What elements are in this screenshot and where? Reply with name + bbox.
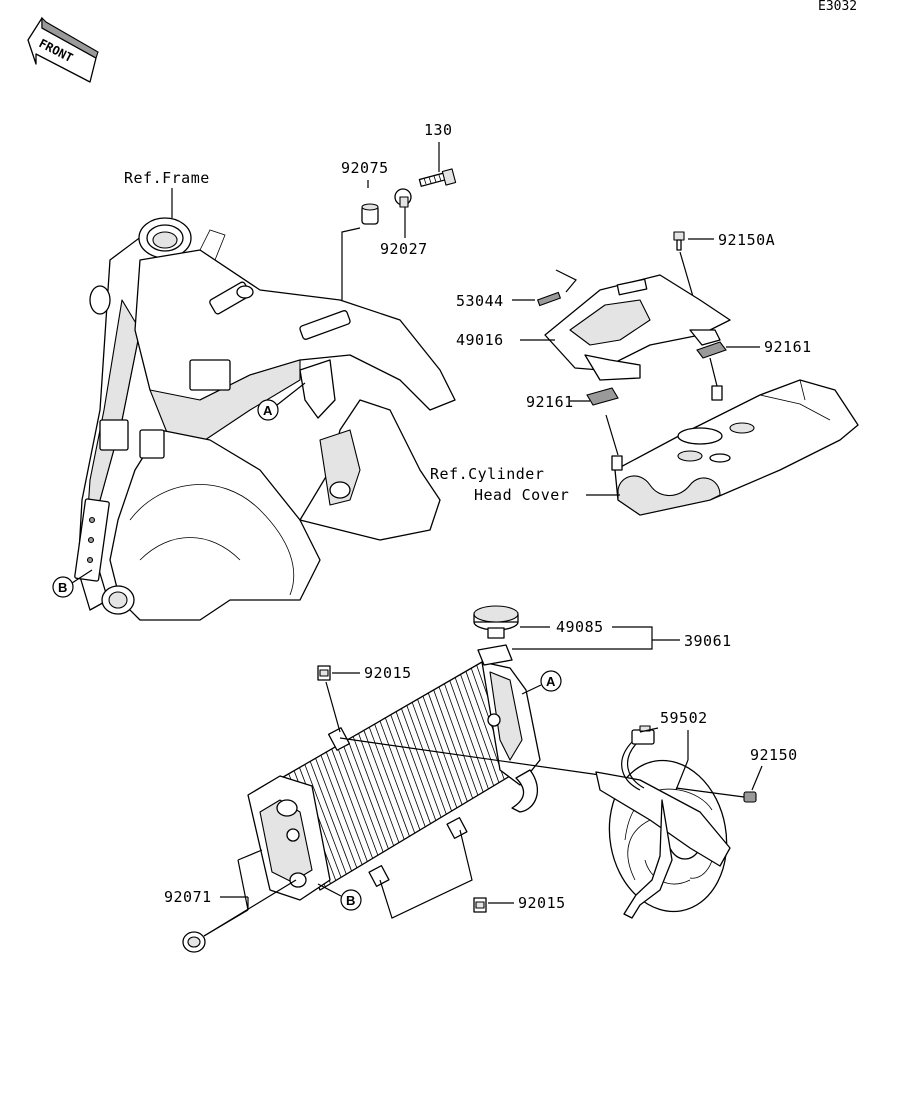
radiator-fin xyxy=(358,733,400,843)
part-label-92150a: 92150A xyxy=(718,231,775,249)
radiator-fin xyxy=(449,680,489,790)
part-label-92161-right: 92161 xyxy=(764,338,812,356)
ref-cylinder-label-line2: Head Cover xyxy=(474,486,569,504)
pad-53044 xyxy=(536,291,562,307)
radiator-fin xyxy=(390,714,431,824)
svg-text:A: A xyxy=(263,403,273,418)
radiator-fin xyxy=(438,686,479,796)
radiator-fin xyxy=(363,730,405,840)
part-label-92161-left: 92161 xyxy=(526,393,574,411)
radiator-fin xyxy=(433,689,474,799)
diagram-code: E3032 xyxy=(818,0,857,14)
part-label-92015-top: 92015 xyxy=(364,664,412,682)
radiator-fin xyxy=(395,711,437,821)
radiator-fin xyxy=(401,708,442,818)
part-label-49085: 49085 xyxy=(556,618,604,636)
cooling-fan-59502 xyxy=(595,725,731,919)
callout-b-radiator: B xyxy=(317,883,362,911)
radiator-fin xyxy=(304,764,347,875)
radiator-fin xyxy=(384,717,426,827)
part-label-92027: 92027 xyxy=(380,240,428,258)
radiator-assembly xyxy=(247,644,541,901)
bolt-130 xyxy=(418,168,457,187)
frame-illustration xyxy=(74,217,456,621)
front-arrow-icon: FRONT xyxy=(27,16,99,83)
radiator-fin xyxy=(417,699,458,809)
pad-92161-left xyxy=(586,387,619,406)
radiator-fin xyxy=(444,683,484,793)
radiator-fin xyxy=(325,751,368,862)
radiator-fin xyxy=(454,677,495,786)
radiator-fin xyxy=(422,696,463,805)
radiator-fin xyxy=(347,739,389,850)
radiator-fin xyxy=(342,742,384,853)
radiator-fin xyxy=(406,705,447,815)
ref-frame-label: Ref.Frame xyxy=(124,169,210,187)
radiator-fin xyxy=(411,702,452,812)
radiator-fin xyxy=(465,671,505,780)
cover-plate-49016 xyxy=(544,274,731,381)
pad-92161-right xyxy=(696,341,727,359)
part-label-92075: 92075 xyxy=(341,159,389,177)
part-label-92071: 92071 xyxy=(164,888,212,906)
radiator-fin xyxy=(331,748,374,859)
part-label-130: 130 xyxy=(424,121,453,139)
clip-92015-top xyxy=(317,665,331,681)
grommet-92071 xyxy=(182,931,206,953)
part-label-49016: 49016 xyxy=(456,331,504,349)
radiator-fin xyxy=(352,736,395,846)
part-label-92015-bottom: 92015 xyxy=(518,894,566,912)
radiator-cap-49085 xyxy=(473,605,519,639)
part-label-92150: 92150 xyxy=(750,746,798,764)
part-label-39061: 39061 xyxy=(684,632,732,650)
svg-text:B: B xyxy=(58,580,67,595)
clip-92015-bottom xyxy=(473,897,487,913)
radiator-fin xyxy=(309,761,352,872)
radiator-fin xyxy=(374,723,416,834)
callout-a-frame: A xyxy=(257,382,306,421)
ref-cylinder-label-line1: Ref.Cylinder xyxy=(430,465,544,483)
nut-92150 xyxy=(743,791,757,803)
grommet-92075 xyxy=(361,203,379,225)
radiator-fin xyxy=(315,758,358,869)
radiator-fin xyxy=(320,755,363,865)
radiator-fin xyxy=(379,720,421,831)
callout-a-radiator: A xyxy=(521,670,562,695)
cylinder-head-cover xyxy=(611,379,859,516)
bolt-92150a xyxy=(673,231,685,251)
radiator-fin xyxy=(460,674,500,783)
part-label-53044: 53044 xyxy=(456,292,504,310)
part-label-59502: 59502 xyxy=(660,709,708,727)
radiator-fin xyxy=(368,727,410,837)
radiator-fin xyxy=(336,745,379,856)
svg-text:B: B xyxy=(346,893,355,908)
svg-text:A: A xyxy=(546,674,556,689)
callout-b-frame: B xyxy=(52,569,93,598)
radiator-fin xyxy=(427,692,468,802)
collar-92027 xyxy=(394,188,412,208)
